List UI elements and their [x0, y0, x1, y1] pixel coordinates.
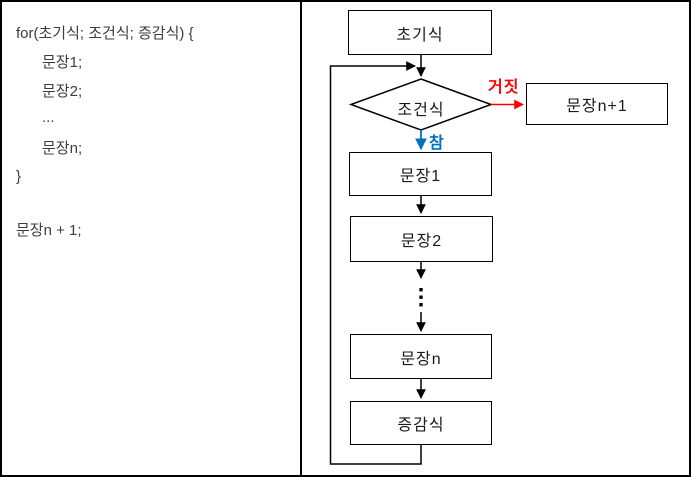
flow-node-label: 문장n+1	[566, 98, 628, 115]
flowchart-connectors	[329, 55, 524, 465]
condition-label: 조건식	[397, 102, 445, 119]
code-line: }	[16, 168, 22, 185]
flowchart-panel: 초기식 문장n+1 문장1 문장2 문장n 증감식 조건식 거짓 참	[302, 2, 689, 475]
code-panel: for(초기식; 조건식; 증감식) { 문장1; 문장2; ... 문장n; …	[2, 2, 301, 475]
flow-node-stmt2: 문장2	[350, 216, 493, 262]
flow-node-after-loop: 문장n+1	[526, 83, 668, 125]
code-line: 문장n;	[42, 140, 83, 157]
code-line: for(초기식; 조건식; 증감식) {	[16, 25, 194, 42]
flow-node-increment: 증감식	[350, 401, 492, 445]
true-branch-label: 참	[429, 135, 445, 152]
code-line: ...	[42, 109, 55, 126]
flow-node-label: 문장n	[400, 350, 442, 368]
flow-node-label: 초기식	[396, 26, 444, 44]
flow-node-init: 초기식	[348, 10, 492, 55]
code-line: 문장2;	[42, 83, 83, 100]
flow-node-stmtn: 문장n	[350, 334, 492, 379]
flow-node-label: 문장1	[399, 168, 442, 185]
flow-node-stmt1: 문장1	[349, 152, 492, 196]
false-branch-label: 거짓	[488, 79, 520, 96]
code-line: 문장n + 1;	[16, 222, 82, 239]
connector-loop-back	[329, 61, 422, 465]
panel-divider	[300, 2, 302, 475]
flow-node-label: 증감식	[397, 417, 445, 434]
flow-node-label: 문장2	[400, 233, 443, 250]
ellipsis-dots	[419, 288, 423, 307]
code-line: 문장1;	[42, 54, 83, 71]
